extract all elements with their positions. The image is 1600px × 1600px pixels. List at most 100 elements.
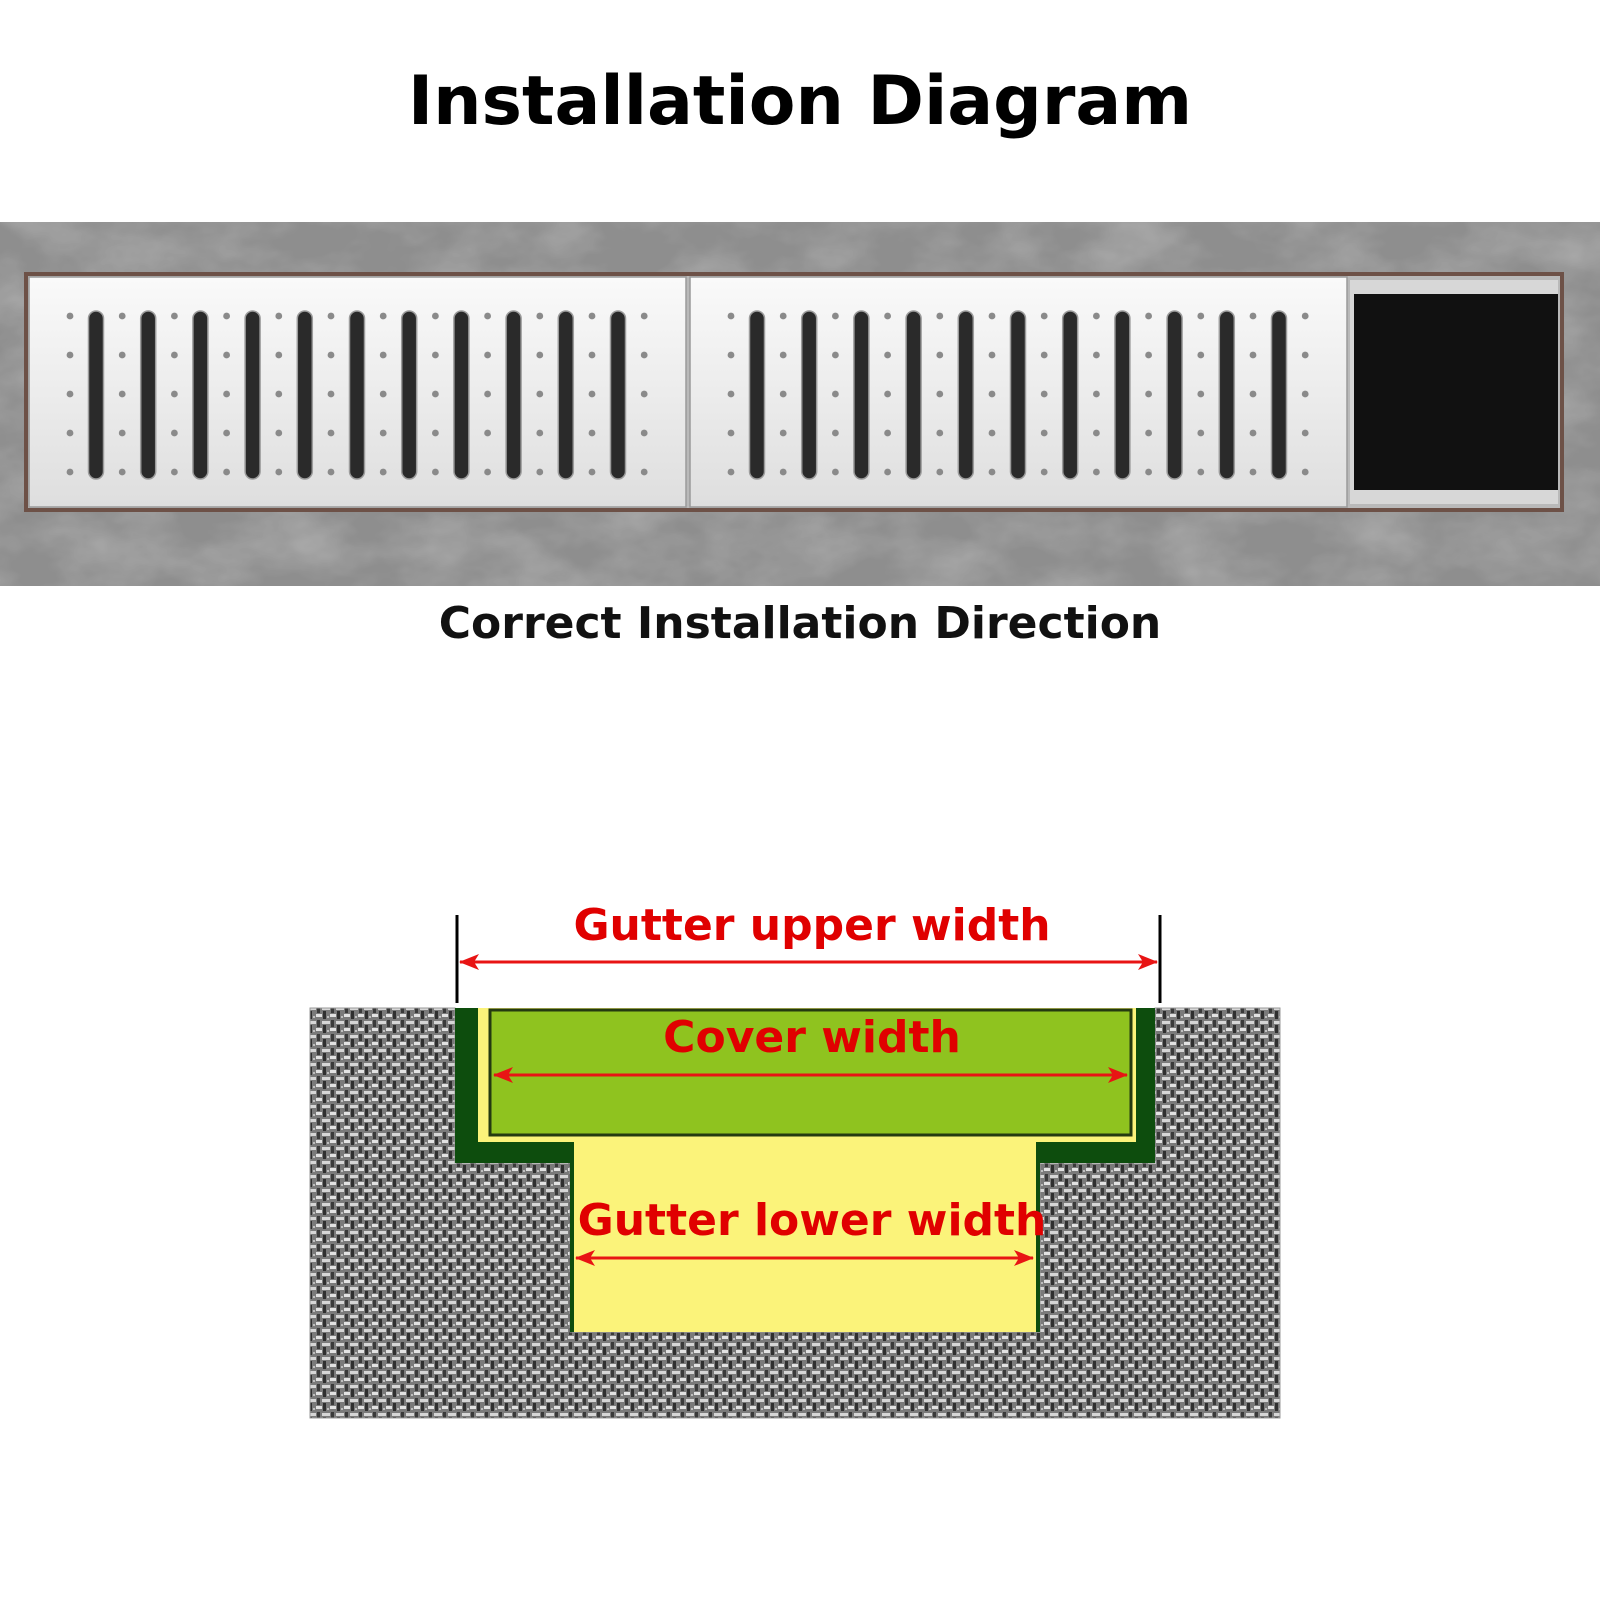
grate-slot [453,310,470,480]
photo-caption: Correct Installation Direction [438,598,1162,649]
grate-slot [748,310,766,480]
grate-hole [379,312,387,320]
grate-slot [1270,310,1288,480]
grate-hole [988,351,996,359]
grate-hole [327,468,335,476]
grate-slot [957,310,975,480]
grate-hole [432,468,439,476]
grate-hole [832,390,839,398]
grate-hole [1197,312,1205,320]
grate-hole [171,429,178,437]
cross-section-diagram: Gutter upper width Cover width Gutter lo… [309,900,1281,1419]
upper-width-label: Gutter upper width [573,900,1050,951]
grate-hole [588,429,596,437]
grate-slot [244,310,261,480]
grate-hole [66,351,74,359]
grate-hole [1093,312,1100,320]
grate-hole [727,390,735,398]
grate-hole [484,468,491,476]
grate-hole [66,390,74,398]
grate-hole [588,468,596,476]
grate-slot [557,310,575,480]
grate-slot [1218,310,1236,480]
grate-slot [800,310,818,480]
grate-hole [779,312,787,320]
grate-hole [275,429,283,437]
grate-hole [536,351,544,359]
grate-hole [727,429,735,437]
grate-slot [139,310,157,480]
grate-hole [640,429,648,437]
grate-hole [1145,390,1152,398]
grate-slot [400,310,418,480]
grate-hole [727,351,735,359]
grate-hole [936,468,944,476]
page-title: Installation Diagram [407,62,1193,141]
grate-slot [192,310,209,480]
grate-slot [1166,310,1183,480]
grate-hole [884,312,891,320]
grate-hole [936,429,944,437]
grate-hole [1040,312,1048,320]
grate-hole [327,390,335,398]
grate-hole [640,351,648,359]
grate-hole [1145,468,1152,476]
grate-hole [1249,429,1257,437]
grate-hole [832,429,839,437]
grate-slot [348,310,366,480]
grate-slot [609,310,627,480]
grate-hole [988,312,996,320]
grate-hole [118,312,126,320]
grate-hole [1145,429,1152,437]
grate-hole [66,468,74,476]
grate-hole [1040,351,1048,359]
grate-hole [1301,468,1309,476]
grate-slot [87,310,105,480]
grate-hole [484,390,491,398]
grate-hole [484,312,491,320]
grate-hole [727,468,735,476]
grate-hole [1040,390,1048,398]
grate-hole [779,351,787,359]
grate-hole [275,312,283,320]
grate-slot [1061,310,1079,480]
grate-hole [1301,312,1309,320]
grate-hole [988,390,996,398]
grate-hole [536,312,544,320]
grate-hole [327,312,335,320]
grate-slot [505,310,522,480]
grate-hole [536,429,544,437]
grate-hole [588,390,596,398]
grate-hole [432,429,439,437]
grate-hole [936,390,944,398]
grate-hole [1093,429,1100,437]
grate-hole [588,351,596,359]
grate-hole [223,351,231,359]
grate-hole [1249,390,1257,398]
grate-hole [171,468,178,476]
grate-hole [936,351,944,359]
grate-hole [1093,390,1100,398]
grate-slot [853,310,870,480]
grate-hole [988,468,996,476]
lower-width-label: Gutter lower width [578,1195,1047,1246]
grate-hole [223,429,231,437]
grate-hole [779,429,787,437]
grate-hole [223,312,231,320]
grate-hole [1249,312,1257,320]
grate-hole [432,390,439,398]
grate-hole [1145,351,1152,359]
grate-hole [640,390,648,398]
grate-hole [379,468,387,476]
grate-hole [832,468,839,476]
grate-hole [1249,351,1257,359]
grate-hole [66,429,74,437]
grate-hole [379,429,387,437]
drain-photo [0,222,1600,586]
grate-hole [588,312,596,320]
grate-hole [171,351,178,359]
grate-hole [936,312,944,320]
grate-hole [988,429,996,437]
grate-hole [1040,429,1048,437]
grate-hole [223,390,231,398]
